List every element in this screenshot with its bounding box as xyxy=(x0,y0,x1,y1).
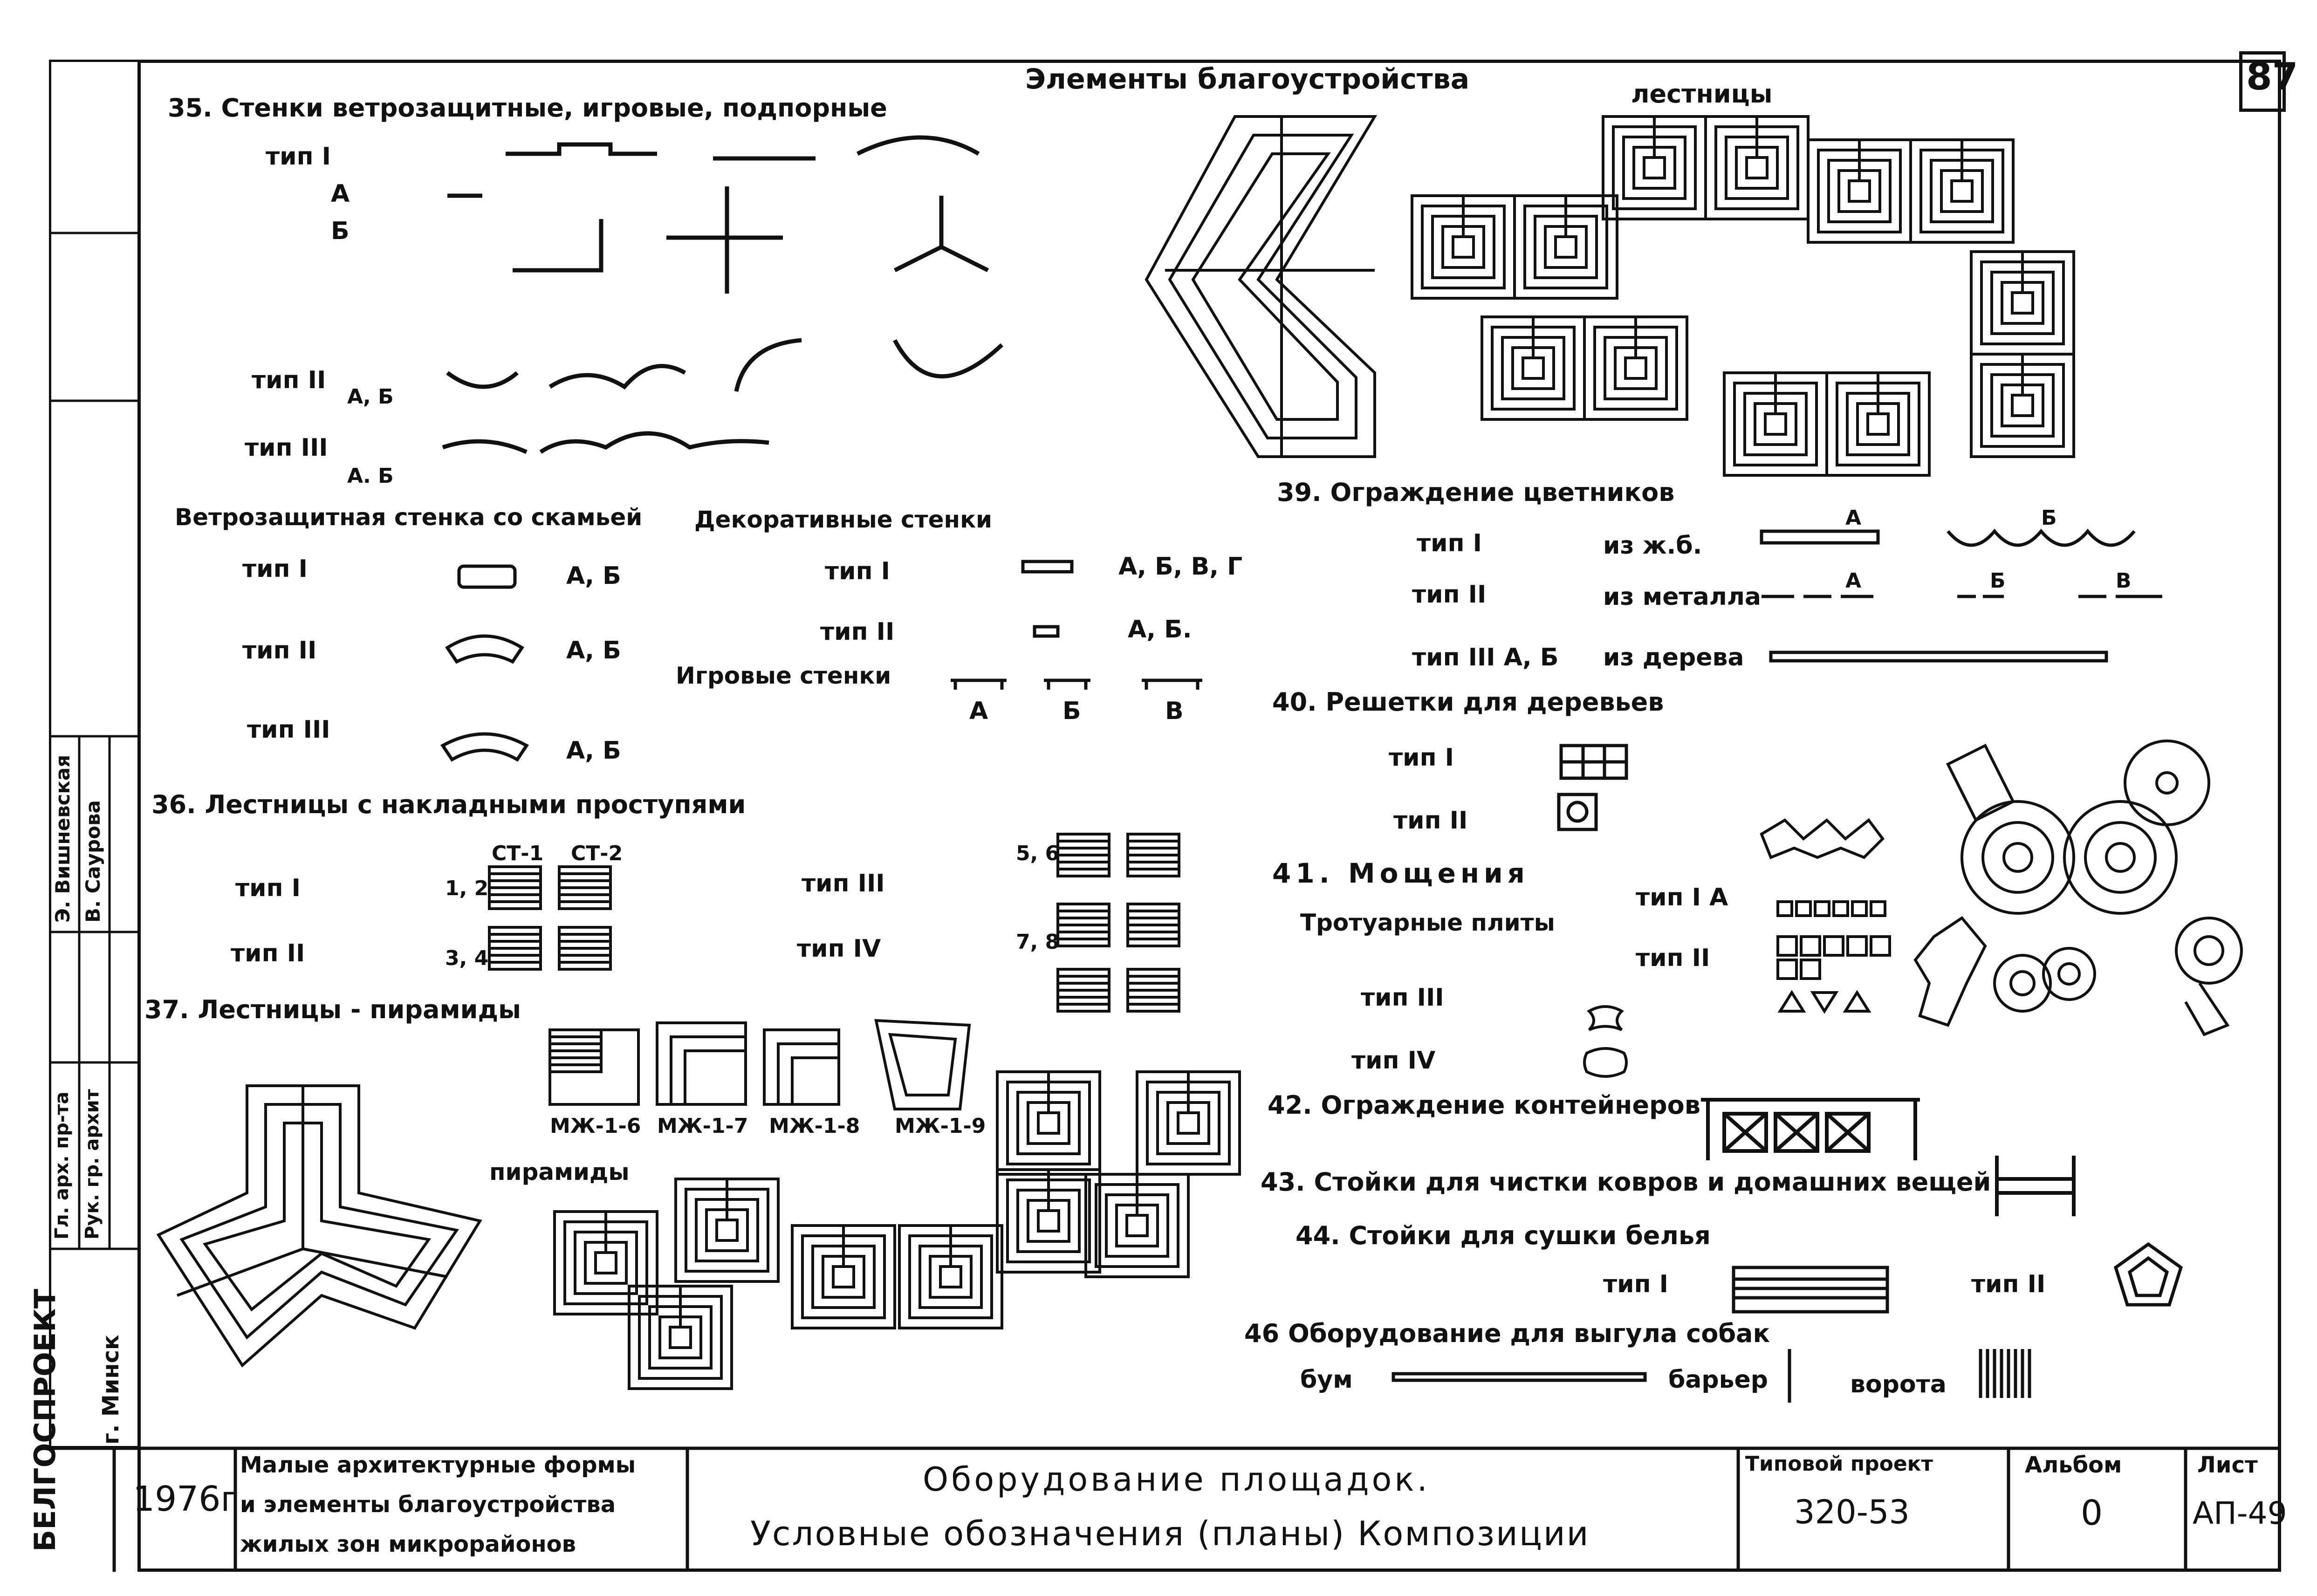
sec35-a: А xyxy=(331,180,350,208)
sec35-type1: тип I xyxy=(266,143,331,171)
decor-type2: тип II xyxy=(820,618,895,646)
sec35-title: 35. Стенки ветрозащитные, игровые, подпо… xyxy=(168,93,887,123)
sec39-type1: тип I xyxy=(1417,529,1482,557)
decor-title: Декоративные стенки xyxy=(694,506,993,533)
wind-bench-type1: тип I xyxy=(242,555,308,583)
stamp-title-line-1: Оборудование площадок. xyxy=(923,1460,1430,1499)
sec39-letter-b-mid: Б xyxy=(1990,569,2006,593)
pyramids-label: пирамиды xyxy=(489,1158,630,1185)
sec35-type3-sub: А. Б xyxy=(347,464,394,488)
stamp-album-value: 0 xyxy=(2081,1493,2103,1533)
sec39-type3: тип III А, Б xyxy=(1412,644,1559,671)
sec44-title: 44. Стойки для сушки белья xyxy=(1296,1221,1711,1250)
sec36-num78: 7, 8 xyxy=(1016,930,1060,954)
stamp-typical-label: Типовой проект xyxy=(1745,1452,1933,1476)
sec41-type1a: тип I А xyxy=(1636,884,1728,911)
sec36-num12: 1, 2 xyxy=(445,877,489,900)
sec46-title: 46 Оборудование для выгула собак xyxy=(1244,1319,1770,1348)
sec35-type2-sub: А, Б xyxy=(347,385,394,409)
sec36-title: 36. Лестницы с накладными проступями xyxy=(151,790,746,819)
wind-bench-title: Ветрозащитная стенка со скамьей xyxy=(175,504,643,531)
stamp-project-line-1: Малые архитектурные формы xyxy=(240,1452,636,1478)
sec40-title: 40. Решетки для деревьев xyxy=(1272,687,1664,717)
stairs-header: лестницы xyxy=(1631,79,1773,109)
sec36-type3: тип III xyxy=(802,870,885,897)
stamp-year: 1976г xyxy=(133,1479,239,1519)
sec39-type2: тип II xyxy=(1412,581,1487,609)
stamp-typical-value: 320-53 xyxy=(1794,1493,1910,1531)
decor-type1-variants: А, Б, В, Г xyxy=(1118,553,1243,581)
mzh-1-9: МЖ-1-9 xyxy=(895,1114,986,1138)
sec41-subtitle: Тротуарные плиты xyxy=(1300,909,1555,936)
wind-bench-type3-variants: А, Б xyxy=(566,737,621,765)
wind-bench-type1-variants: А, Б xyxy=(566,562,621,590)
sec43-title: 43. Стойки для чистки ковров и домашних … xyxy=(1261,1167,1991,1197)
side-role-2: Рук. гр. архит xyxy=(82,1089,103,1240)
sec36-type4: тип IV xyxy=(797,935,881,963)
sec37-title: 37. Лестницы - пирамиды xyxy=(144,995,521,1024)
sec36-col-st2: СТ-2 xyxy=(571,842,623,865)
side-city: г. Минск xyxy=(98,1335,124,1445)
sec39-mat1: из ж.б. xyxy=(1603,532,1702,560)
sec36-type1: тип I xyxy=(235,874,301,902)
sec41-type3: тип III xyxy=(1361,984,1444,1012)
play-label-a: А xyxy=(969,697,988,725)
side-name-1: Э. Вишневская xyxy=(51,754,74,923)
sec39-title: 39. Ограждение цветников xyxy=(1277,478,1675,507)
wind-bench-type3: тип III xyxy=(247,716,330,744)
sec44-type2: тип II xyxy=(1971,1270,2046,1298)
stamp-album-label: Альбом xyxy=(2025,1452,2122,1478)
mzh-1-7: МЖ-1-7 xyxy=(657,1114,748,1138)
sheet-title: Элементы благоустройства xyxy=(1025,63,1470,96)
stamp-project-line-2: и элементы благоустройства xyxy=(240,1492,616,1518)
side-org: БЕЛГОСПРОЕКТ xyxy=(28,1288,62,1552)
mzh-1-6: МЖ-1-6 xyxy=(550,1114,641,1138)
sec39-mat2: из металла xyxy=(1603,583,1762,611)
sec40-type1: тип I xyxy=(1389,744,1454,772)
play-label-b: Б xyxy=(1063,697,1081,725)
wind-bench-type2-variants: А, Б xyxy=(566,637,621,664)
sec39-letter-v-mid: В xyxy=(2116,569,2132,593)
sec39-mat3: из дерева xyxy=(1603,644,1744,671)
stamp-project-line-3: жилых зон микрорайонов xyxy=(240,1531,576,1557)
sec35-type2: тип II xyxy=(252,366,326,394)
stamp-sheet-label: Лист xyxy=(2197,1452,2258,1478)
side-role-1: Гл. арх. пр-та xyxy=(51,1091,73,1240)
mzh-1-8: МЖ-1-8 xyxy=(769,1114,860,1138)
sec35-type3: тип III xyxy=(245,434,328,462)
page-number: 87 xyxy=(2246,55,2298,98)
sec36-type2: тип II xyxy=(231,939,305,967)
sec39-letter-a-mid: А xyxy=(1845,569,1862,593)
sec39-letter-a-top: А xyxy=(1845,506,1862,530)
sec39-letter-b-top: Б xyxy=(2041,506,2057,530)
page-number-box xyxy=(2239,51,2286,112)
sec36-num34: 3, 4 xyxy=(445,946,489,970)
sec42-title: 42. Ограждение контейнеров xyxy=(1268,1090,1700,1120)
sec46-gate: ворота xyxy=(1850,1370,1947,1398)
sec46-barrier: барьер xyxy=(1668,1366,1768,1394)
play-walls-title: Игровые стенки xyxy=(676,662,891,689)
sec46-boom: бум xyxy=(1300,1366,1353,1394)
sec40-type2: тип II xyxy=(1393,807,1468,835)
sec41-type4: тип IV xyxy=(1351,1047,1436,1075)
sec44-type1: тип I xyxy=(1603,1270,1668,1298)
stamp-sheet-value: АП-49 xyxy=(2193,1495,2287,1531)
side-name-2: В. Саурова xyxy=(82,800,104,923)
decor-type2-variants: А, Б. xyxy=(1128,616,1192,644)
play-label-v: В xyxy=(1165,697,1184,725)
sec35-b: Б xyxy=(331,217,350,245)
sec36-num56: 5, 6 xyxy=(1016,842,1060,865)
sec41-title: 41. Мощения xyxy=(1272,857,1529,889)
decor-type1: тип I xyxy=(825,557,890,585)
sec36-col-st1: СТ-1 xyxy=(492,842,544,865)
sec41-type2: тип II xyxy=(1636,944,1710,972)
wind-bench-type2: тип II xyxy=(242,637,317,664)
stamp-title-line-2: Условные обозначения (планы) Композиции xyxy=(750,1514,1590,1553)
